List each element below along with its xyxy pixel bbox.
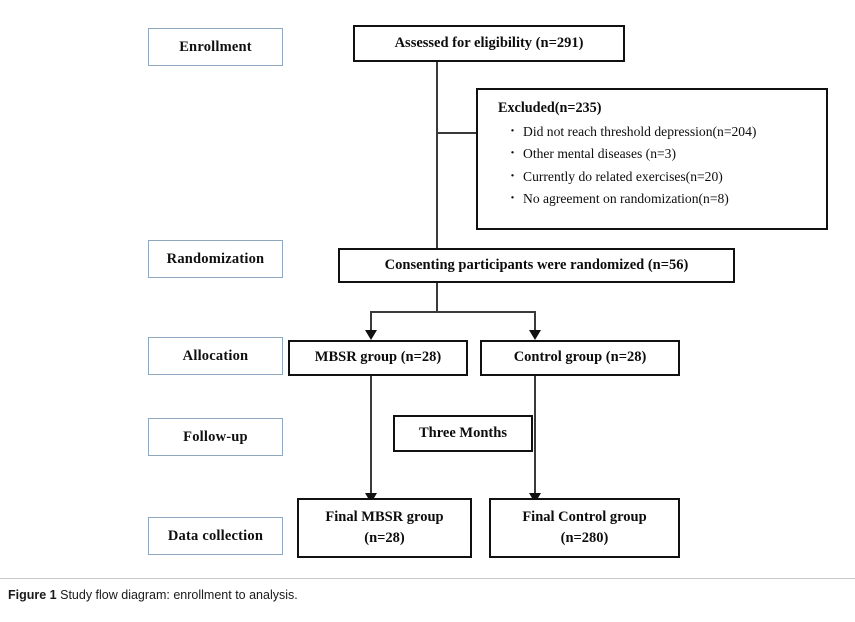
stage-label-randomization: Randomization: [148, 240, 283, 278]
node-mbsr-group: MBSR group (n=28): [288, 340, 468, 376]
node-excluded-reason: Currently do related exercises(n=20): [510, 168, 812, 185]
stage-label-enrollment-text: Enrollment: [179, 38, 252, 55]
arrow-into-mbsr-icon: [365, 330, 377, 340]
stage-label-followup-text: Follow-up: [183, 428, 248, 445]
node-excluded-reason: Did not reach threshold depression(n=204…: [510, 123, 812, 140]
node-control-group: Control group (n=28): [480, 340, 680, 376]
connector-assessed-to-excluded: [436, 132, 481, 134]
node-assessed-for-eligibility: Assessed for eligibility (n=291): [353, 25, 625, 62]
node-excluded-reason: Other mental diseases (n=3): [510, 145, 812, 162]
connector-split-to-mbsr: [370, 311, 372, 335]
node-excluded-reason: No agreement on randomization(n=8): [510, 190, 812, 207]
stage-label-allocation-text: Allocation: [182, 347, 249, 364]
node-followup-text: Three Months: [419, 424, 507, 441]
stage-label-data-collection: Data collection: [148, 517, 283, 555]
node-followup-three-months: Three Months: [393, 415, 533, 452]
connector-control-to-final-control: [534, 376, 536, 498]
caption-divider: [0, 578, 855, 579]
node-randomized: Consenting participants were randomized …: [338, 248, 735, 283]
connector-split-to-control: [534, 311, 536, 335]
node-final-control-line1: Final Control group: [522, 508, 647, 525]
node-excluded: Excluded(n=235) Did not reach threshold …: [476, 88, 828, 230]
connector-mbsr-to-final-mbsr: [370, 376, 372, 498]
stage-label-randomization-text: Randomization: [166, 250, 265, 267]
stage-label-data-collection-text: Data collection: [167, 527, 264, 544]
connector-randomized-split-bar: [370, 311, 536, 313]
node-control-group-text: Control group (n=28): [513, 349, 647, 366]
stage-label-enrollment: Enrollment: [148, 28, 283, 66]
node-final-control-line2: (n=280): [560, 530, 609, 546]
stage-label-allocation: Allocation: [148, 337, 283, 375]
figure-caption-label: Figure 1: [8, 588, 57, 602]
stage-label-followup: Follow-up: [148, 418, 283, 456]
connector-randomized-stem: [436, 283, 438, 313]
node-final-mbsr-group: Final MBSR group (n=28): [297, 498, 472, 558]
node-final-mbsr-line1: Final MBSR group: [325, 508, 444, 525]
node-final-mbsr-line2: (n=28): [364, 530, 405, 546]
node-excluded-title: Excluded(n=235): [498, 100, 602, 116]
node-mbsr-group-text: MBSR group (n=28): [314, 349, 442, 366]
node-final-control-group: Final Control group (n=280): [489, 498, 680, 558]
figure-caption-text: Study flow diagram: enrollment to analys…: [60, 588, 298, 602]
arrow-into-control-icon: [529, 330, 541, 340]
figure-caption: Figure 1 Study flow diagram: enrollment …: [8, 588, 298, 602]
connector-assessed-to-randomized: [436, 62, 438, 248]
node-assessed-text: Assessed for eligibility (n=291): [394, 34, 584, 51]
node-excluded-reason-list: Did not reach threshold depression(n=204…: [498, 123, 812, 208]
node-randomized-text: Consenting participants were randomized …: [384, 256, 689, 273]
